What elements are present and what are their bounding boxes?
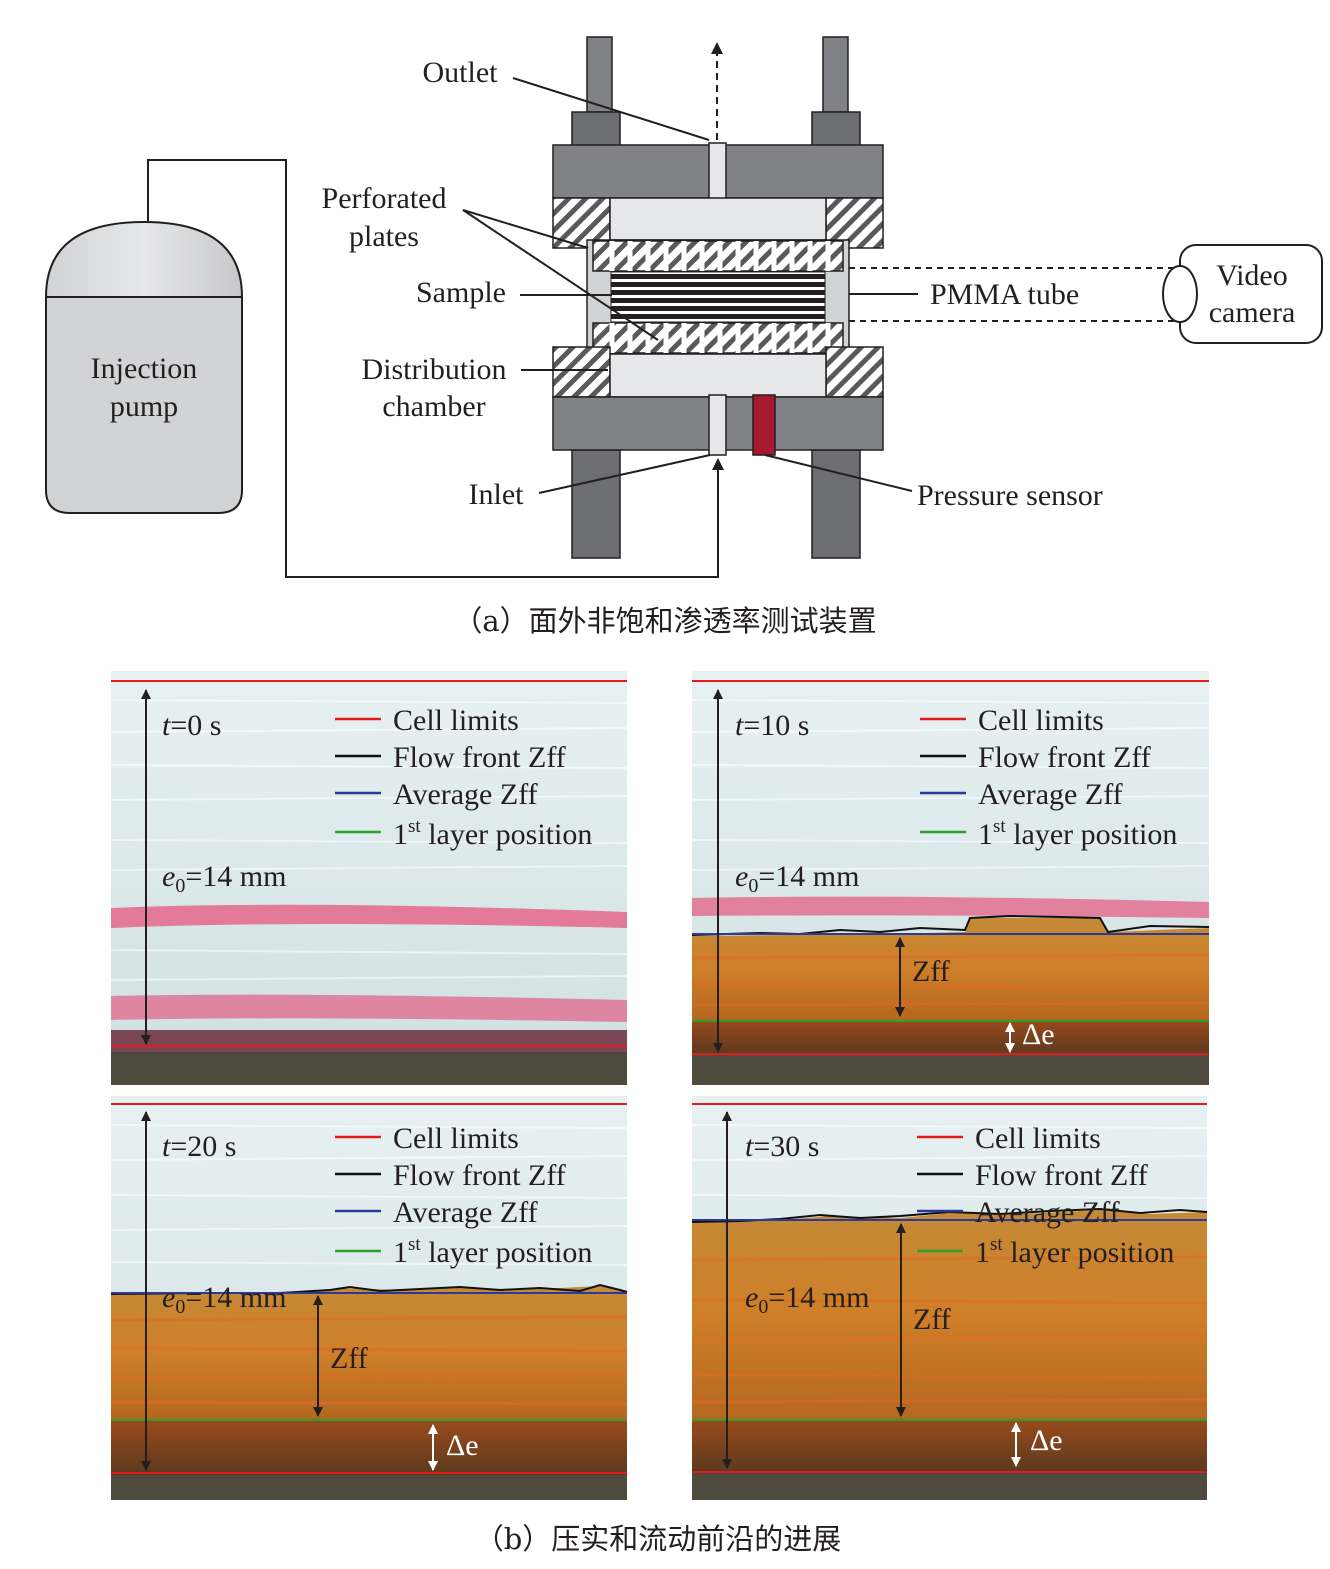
outlet-label: Outlet	[423, 56, 499, 89]
camera-label-1: Video	[1216, 259, 1288, 292]
pmma-label: PMMA tube	[930, 278, 1079, 311]
legend-first-2: 1	[393, 1236, 408, 1269]
injection-pump: Injection pump	[44, 220, 244, 514]
legend-t0: Cell limits Flow front Zff Average Zff 1…	[335, 704, 592, 851]
time-var-0: t	[162, 709, 171, 742]
panel-t30: t=30 s e0=14 mm Zff Δe Cell limits Flow …	[691, 1096, 1208, 1500]
legend-t20: Cell limits Flow front Zff Average Zff 1…	[335, 1122, 592, 1269]
legend-t30: Cell limits Flow front Zff Average Zff 1…	[917, 1122, 1174, 1269]
thickness-sub-3: 0	[758, 1296, 768, 1318]
legend-average-2: Average Zff	[393, 1196, 538, 1229]
legend-average-3: Average Zff	[975, 1196, 1120, 1229]
time-label-3: =30 s	[753, 1130, 819, 1163]
legend-first-1: 1	[978, 818, 993, 851]
legend-cell-0: Cell limits	[393, 704, 519, 737]
legend-first-sup-2: st	[408, 1234, 421, 1255]
svg-text:e0=14 mm: e0=14 mm	[162, 1281, 286, 1318]
legend-front-2: Flow front Zff	[393, 1159, 566, 1192]
legend-first-3: 1	[975, 1236, 990, 1269]
thickness-var-2: e	[162, 1281, 175, 1314]
legend-first-post-3: layer position	[1003, 1236, 1175, 1269]
zff-label-2: Zff	[330, 1342, 368, 1375]
time-label-2: =20 s	[170, 1130, 236, 1163]
thickness-var-0: e	[162, 860, 175, 893]
setup-diagram: Injection pump	[44, 36, 1323, 578]
thickness-val-1: =14 mm	[758, 860, 859, 893]
legend-first-post-0: layer position	[421, 818, 593, 851]
legend-first-post-2: layer position	[421, 1236, 593, 1269]
thickness-sub-2: 0	[175, 1296, 185, 1318]
zff-label-1: Zff	[912, 955, 950, 988]
caption-a: （a）面外非饱和渗透率测试装置	[453, 604, 876, 638]
svg-text:1st layer position: 1st layer position	[975, 1234, 1174, 1269]
camera-label-2: camera	[1209, 296, 1296, 329]
perforated-label-2: plates	[349, 220, 419, 253]
supply-pipe	[147, 159, 719, 578]
svg-text:1st layer position: 1st layer position	[393, 1234, 592, 1269]
inlet-label: Inlet	[469, 478, 525, 511]
sample-layers	[610, 271, 826, 323]
svg-text:1st layer position: 1st layer position	[393, 816, 592, 851]
outlet-chamber	[609, 197, 827, 241]
legend-first-sup-3: st	[990, 1234, 1003, 1255]
perforated-label-1: Perforated	[322, 182, 447, 215]
svg-text:e0=14 mm: e0=14 mm	[735, 860, 859, 897]
zff-label-3: Zff	[913, 1303, 951, 1336]
tie-rods	[571, 36, 861, 559]
svg-text:t=0 s: t=0 s	[162, 709, 221, 742]
thickness-var-1: e	[735, 860, 748, 893]
panel-t20: t=20 s e0=14 mm Zff Δe Cell limits Flow …	[110, 1096, 628, 1500]
panel-t10: t=10 s e0=14 mm Zff Δe Cell limits Flow …	[691, 671, 1210, 1085]
pressure-sensor-label: Pressure sensor	[917, 479, 1103, 512]
legend-front-1: Flow front Zff	[978, 741, 1151, 774]
svg-text:t=20 s: t=20 s	[162, 1130, 236, 1163]
distribution-chamber	[609, 353, 827, 398]
thickness-val-0: =14 mm	[185, 860, 286, 893]
svg-text:t=10 s: t=10 s	[735, 709, 809, 742]
panel-t0: t=0 s e0=14 mm Cell limits Flow front Zf…	[110, 671, 628, 1085]
legend-average-1: Average Zff	[978, 778, 1123, 811]
legend-first-post-1: layer position	[1006, 818, 1178, 851]
legend-cell-1: Cell limits	[978, 704, 1104, 737]
svg-text:t=30 s: t=30 s	[745, 1130, 819, 1163]
legend-front-3: Flow front Zff	[975, 1159, 1148, 1192]
thickness-sub-0: 0	[175, 875, 185, 897]
legend-first-sup-1: st	[993, 816, 1006, 837]
legend-cell-2: Cell limits	[393, 1122, 519, 1155]
delta-e-label-1: Δe	[1022, 1018, 1055, 1051]
legend-average-0: Average Zff	[393, 778, 538, 811]
pump-label-1: Injection	[91, 352, 198, 385]
delta-e-label-2: Δe	[446, 1429, 479, 1462]
legend-t10: Cell limits Flow front Zff Average Zff 1…	[920, 704, 1177, 851]
sample-label: Sample	[416, 276, 506, 309]
legend-cell-3: Cell limits	[975, 1122, 1101, 1155]
distribution-label-2: chamber	[382, 390, 485, 423]
time-label-0: =0 s	[170, 709, 221, 742]
time-var-1: t	[735, 709, 744, 742]
video-camera: Video camera	[849, 244, 1323, 344]
svg-text:1st layer position: 1st layer position	[978, 816, 1177, 851]
legend-front-0: Flow front Zff	[393, 741, 566, 774]
svg-text:e0=14 mm: e0=14 mm	[162, 860, 286, 897]
legend-first-0: 1	[393, 818, 408, 851]
thickness-var-3: e	[745, 1281, 758, 1314]
caption-b: （b）压实和流动前沿的进展	[475, 1522, 842, 1556]
thickness-val-3: =14 mm	[768, 1281, 869, 1314]
svg-text:e0=14 mm: e0=14 mm	[745, 1281, 869, 1318]
thickness-sub-1: 0	[748, 875, 758, 897]
legend-first-sup-0: st	[408, 816, 421, 837]
time-var-3: t	[745, 1130, 754, 1163]
distribution-label-1: Distribution	[361, 353, 506, 386]
thickness-val-2: =14 mm	[185, 1281, 286, 1314]
delta-e-label-3: Δe	[1030, 1424, 1063, 1457]
leader-lines	[462, 77, 918, 494]
time-var-2: t	[162, 1130, 171, 1163]
pressure-sensor	[752, 394, 776, 456]
pump-label-2: pump	[110, 390, 178, 423]
time-label-1: =10 s	[743, 709, 809, 742]
